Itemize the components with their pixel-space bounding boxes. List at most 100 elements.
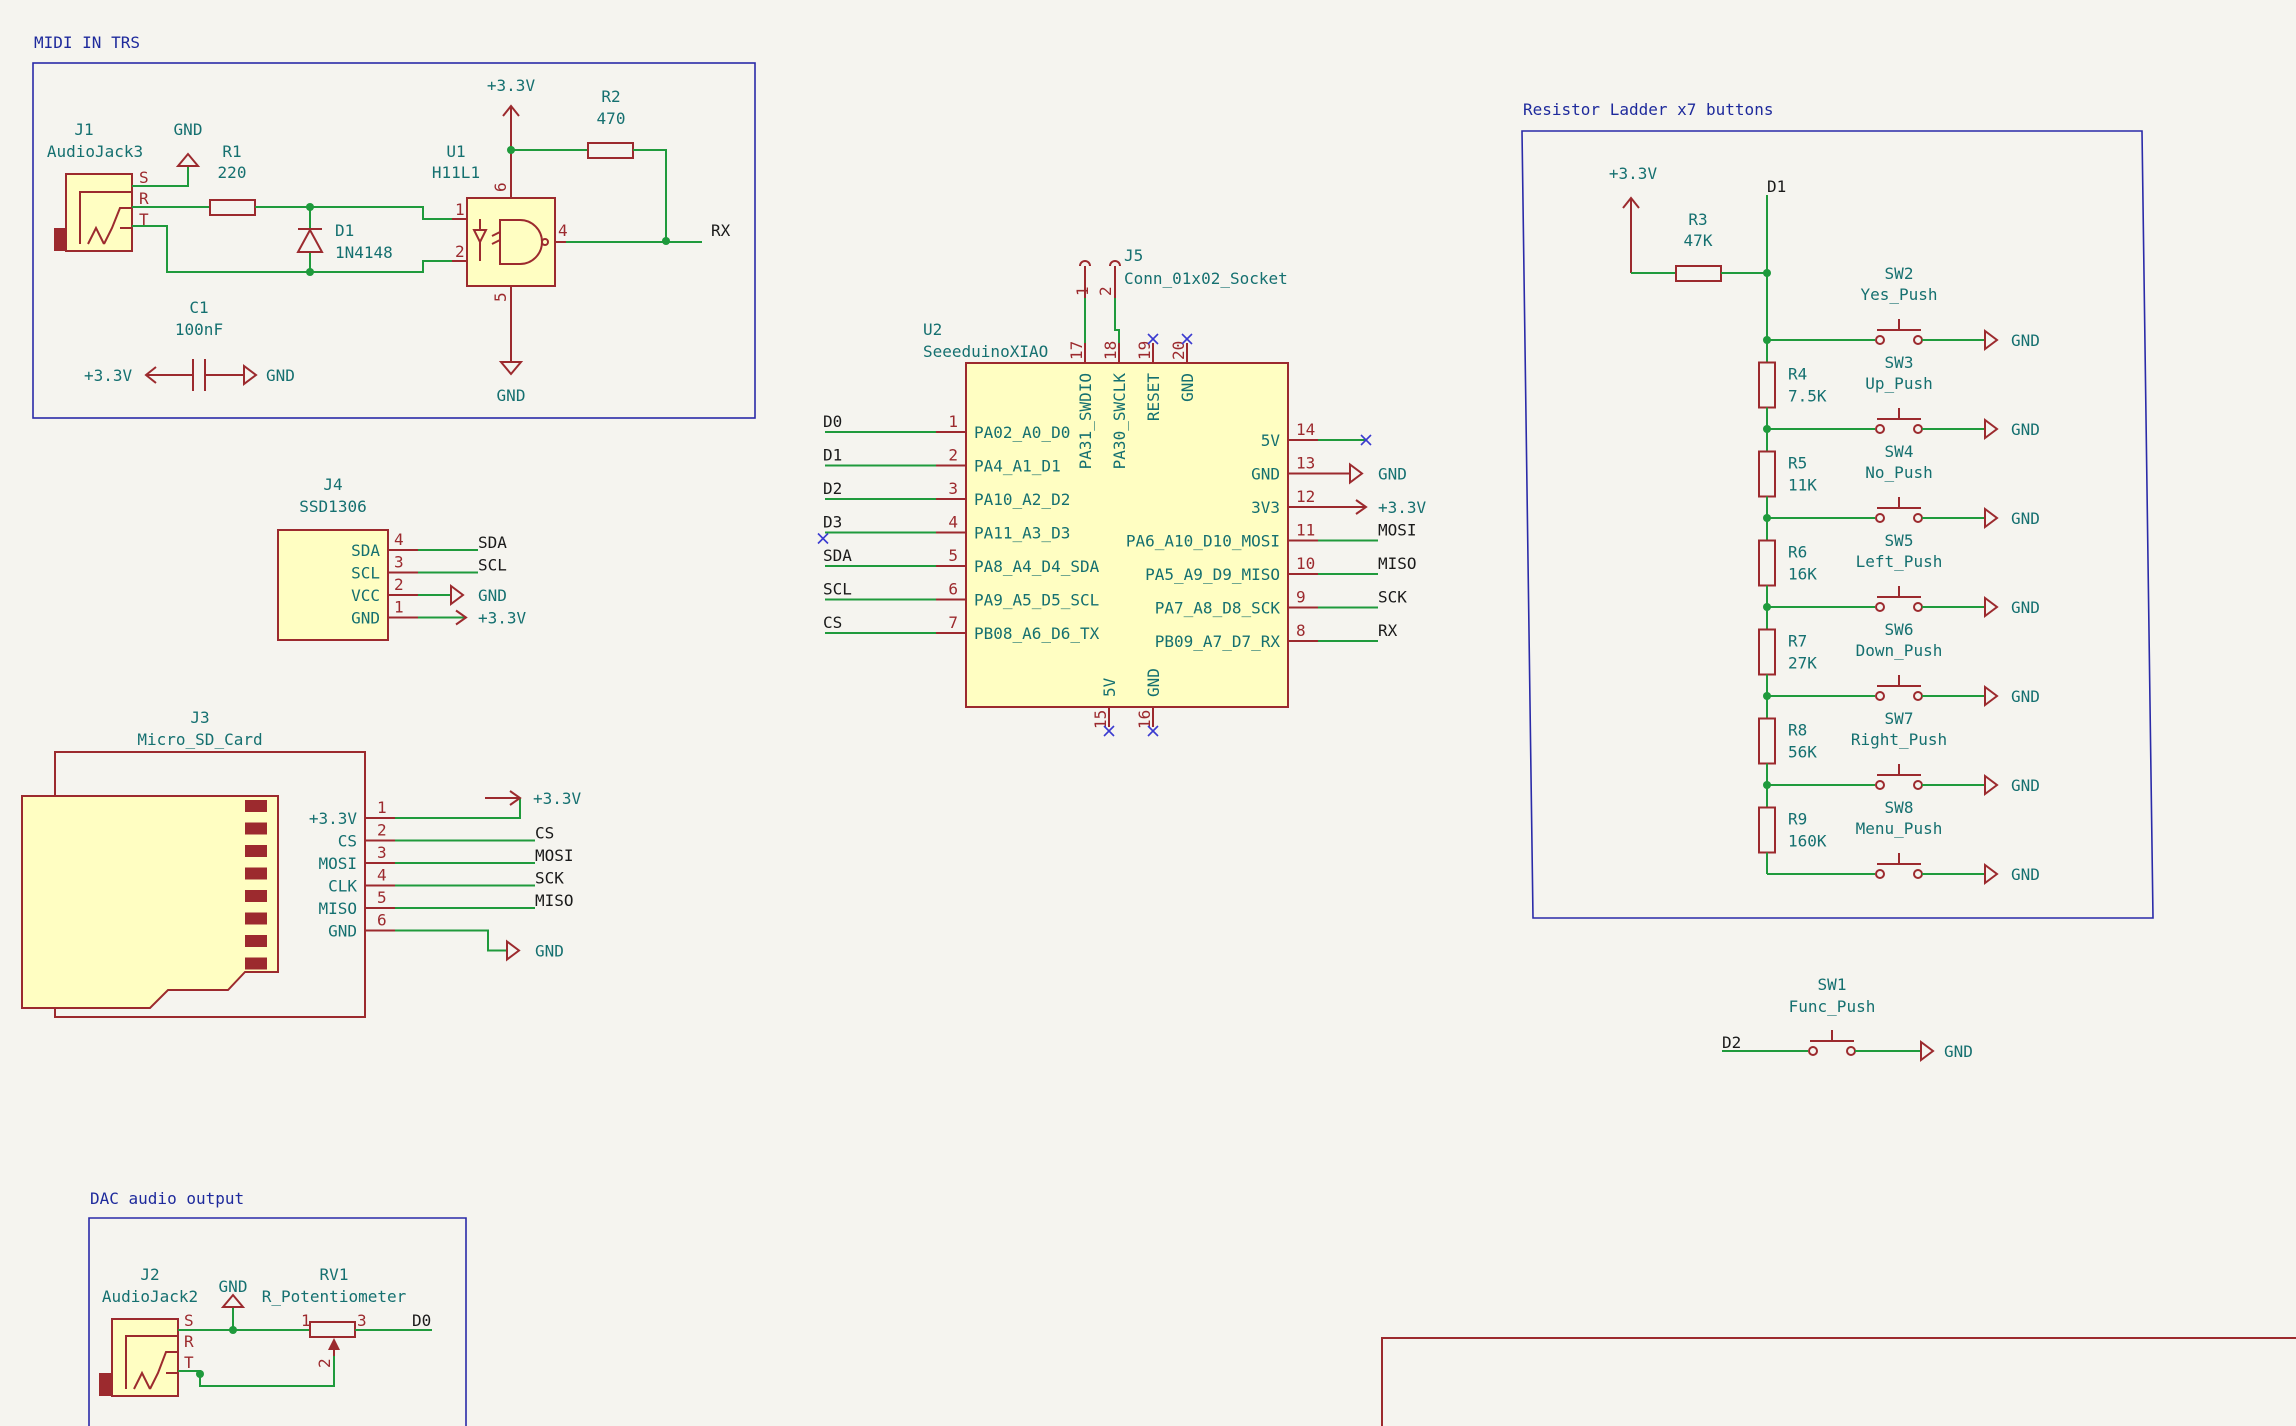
r1-ref: R1 [222, 142, 241, 161]
u2-xiao: U2 SeeeduinoXIAO 1PA02_A0_D0D02PA4_A1_D1… [817, 320, 1427, 737]
sw1-net-label: D2 [1722, 1033, 1741, 1052]
u2-net-label: D2 [823, 479, 842, 498]
gnd-symbol [1984, 507, 1999, 529]
r3-ref: R3 [1688, 210, 1707, 229]
sd-contact-pad [245, 957, 267, 970]
u2-pin-name: GND [1178, 373, 1197, 402]
rv1-pin1: 1 [301, 1311, 311, 1330]
resistor-ref: R7 [1788, 632, 1807, 651]
j5-connector: 1 2 J5 Conn_01x02_Socket [1073, 246, 1288, 350]
j3-pin-name: +3.3V [309, 809, 358, 828]
sd-contact-pad [245, 890, 267, 902]
switch-ref: SW2 [1885, 264, 1914, 283]
u2-pin-number: 13 [1296, 454, 1315, 473]
r2-resistor [587, 142, 634, 159]
j2-ref: J2 [140, 1265, 159, 1284]
ladder-gnd-label: GND [2011, 420, 2040, 439]
rv1-potentiometer [309, 1321, 356, 1338]
sd-contact-pad [245, 845, 267, 857]
resistor-value: 7.5K [1788, 387, 1827, 406]
j3-net-label: SCK [535, 869, 564, 888]
switch-ref: SW4 [1885, 442, 1914, 461]
resistor-ref: R9 [1788, 810, 1807, 829]
u2-net-label: SCK [1378, 588, 1407, 607]
sd-contact-pad [245, 912, 267, 925]
rv1-pin3: 3 [357, 1311, 367, 1330]
u2-pin-number: 15 [1091, 710, 1110, 729]
j4-ref: J4 [323, 475, 342, 494]
gnd-symbol [450, 584, 465, 606]
j3-pin-name: MISO [318, 899, 357, 918]
j4-pin-number: 3 [394, 553, 404, 572]
switch-ref: SW6 [1885, 620, 1914, 639]
gnd-symbol [1984, 329, 1999, 351]
u2-pin-name: PA10_A2_D2 [974, 490, 1070, 509]
sd-contact-pad [245, 822, 267, 835]
u2-pin-name: GND [1251, 465, 1280, 484]
j3-pin-name: MOSI [318, 854, 357, 873]
switch-value: Right_Push [1851, 730, 1947, 749]
u2-pin-name: PA9_A5_D5_SCL [974, 591, 1099, 610]
j4-net-label: GND [478, 586, 507, 605]
gnd-symbol [1984, 596, 1999, 618]
resistor-ref: R6 [1788, 543, 1807, 562]
u2-pin-number: 9 [1296, 588, 1306, 607]
sw1-gnd-label: GND [1944, 1042, 1973, 1061]
j1-gnd-label: GND [174, 120, 203, 139]
ladder-resistor [1758, 628, 1776, 676]
j2-pin-r: R [184, 1332, 194, 1351]
j3-net-label: MOSI [535, 846, 574, 865]
j2-pin-s: S [184, 1311, 194, 1330]
u2-net-label: SDA [823, 546, 852, 565]
u2-body [965, 362, 1289, 708]
u2-pin-number: 14 [1296, 420, 1315, 439]
u2-net-label: MISO [1378, 554, 1417, 573]
u2-pin-name: PA31_SWDIO [1076, 373, 1095, 469]
switch-ref: SW5 [1885, 531, 1914, 550]
u2-net-label: CS [823, 613, 842, 632]
ladder-gnd-label: GND [2011, 509, 2040, 528]
sd-contact-pad [245, 800, 267, 812]
gnd-symbol [1984, 418, 1999, 440]
resistor-ladder-section: Resistor Ladder x7 buttons +3.3V R3 47K … [1521, 100, 2154, 919]
j4-net-label: +3.3V [478, 609, 527, 628]
resistor-value: 16K [1788, 565, 1817, 584]
u1-pin4: 4 [558, 221, 568, 240]
u1-value: H11L1 [432, 163, 480, 182]
u2-net-label: MOSI [1378, 521, 1417, 540]
u2-pin-name: PA30_SWCLK [1110, 373, 1129, 470]
resistor-ref: R4 [1788, 365, 1807, 384]
j2-gnd-label: GND [219, 1277, 248, 1296]
ladder-frame-title: Resistor Ladder x7 buttons [1523, 100, 1773, 119]
u2-pin-number: 19 [1135, 341, 1154, 360]
u2-pin-number: 6 [948, 580, 958, 599]
u1-pin1: 1 [455, 200, 465, 219]
vcc-arrow [509, 790, 522, 806]
u1-pin6: 6 [491, 182, 510, 192]
rv1-value: R_Potentiometer [262, 1287, 407, 1306]
j4-body [277, 529, 389, 641]
ladder-gnd-label: GND [2011, 598, 2040, 617]
u2-net-label: SCL [823, 580, 852, 599]
gnd-symbol [1984, 774, 1999, 796]
u2-pin-number: 5 [948, 546, 958, 565]
u2-pin-number: 18 [1101, 341, 1120, 360]
j4-pin-number: 1 [394, 598, 404, 617]
u2-net-label: GND [1378, 465, 1407, 484]
switch-value: Yes_Push [1860, 285, 1937, 304]
switch-ref: SW3 [1885, 353, 1914, 372]
j3-pin-name: CS [338, 832, 357, 851]
u2-pin-name: PA8_A4_D4_SDA [974, 557, 1100, 576]
j3-value: Micro_SD_Card [137, 730, 262, 749]
j4-net-label: SCL [478, 556, 507, 575]
title-block-border [1381, 1337, 2296, 1426]
sd-contact-pad [245, 867, 267, 880]
c1-gnd-label: GND [266, 366, 295, 385]
dac-net-label: D0 [412, 1311, 431, 1330]
r3-resistor [1675, 265, 1722, 282]
switch-ref: SW7 [1885, 709, 1914, 728]
rv1-pin2: 2 [315, 1358, 334, 1368]
resistor-ref: R8 [1788, 721, 1807, 740]
j4-pin-name: VCC [351, 586, 380, 605]
